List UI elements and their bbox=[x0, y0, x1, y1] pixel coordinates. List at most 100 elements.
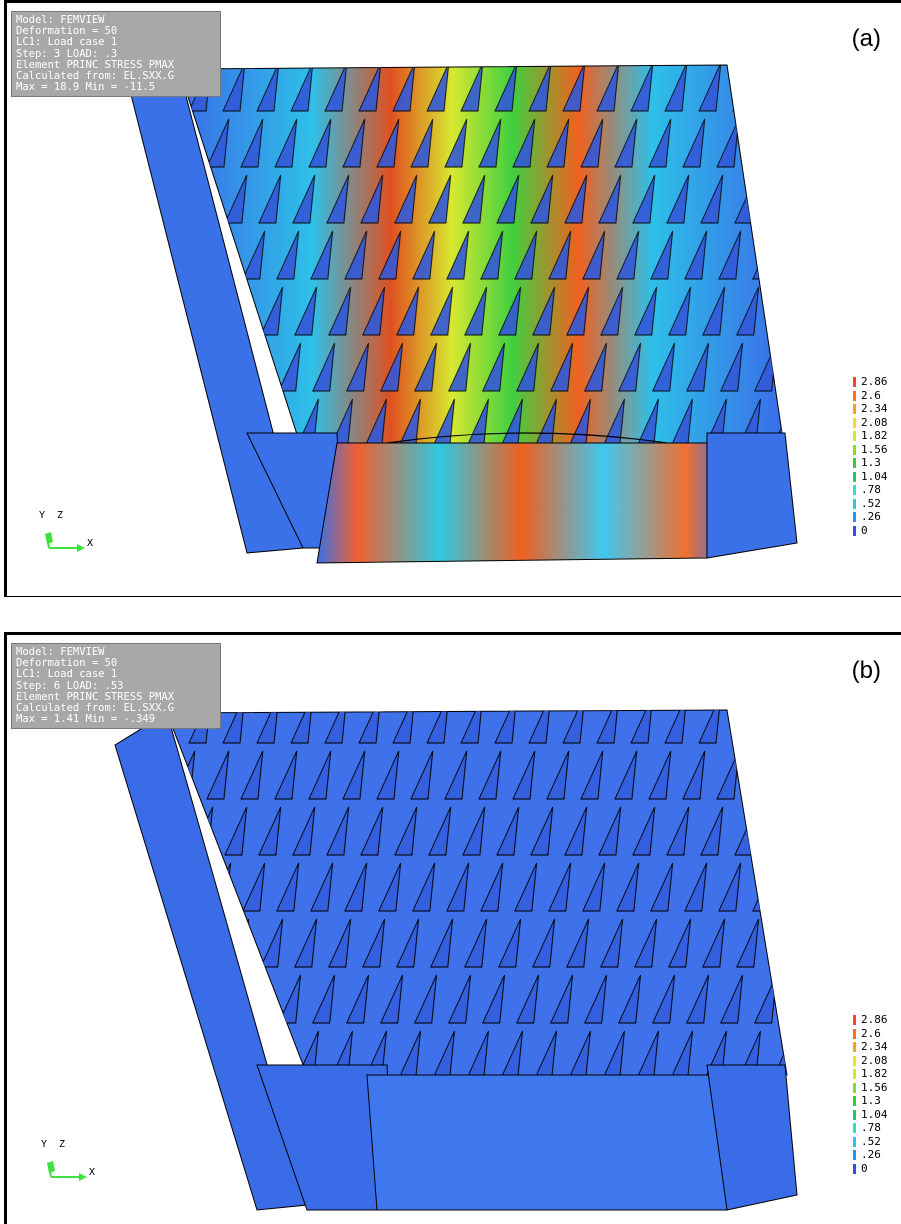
info-line: Model: FEMVIEW bbox=[16, 646, 105, 658]
legend-entry: 2.6 bbox=[853, 389, 901, 403]
legend-swatch bbox=[853, 1028, 856, 1039]
legend-entry: 2.86 bbox=[853, 1013, 901, 1027]
legend-entry: 2.08 bbox=[853, 1054, 901, 1068]
panel-label: (b) bbox=[851, 657, 881, 684]
legend-value: 1.56 bbox=[861, 442, 888, 456]
info-line: Step: 6 LOAD: .53 bbox=[16, 679, 124, 692]
legend-swatch bbox=[853, 1109, 856, 1120]
legend-value: 2.34 bbox=[861, 1040, 888, 1053]
legend-swatch bbox=[853, 1150, 856, 1160]
legend-entry: .26 bbox=[853, 510, 901, 524]
model-info-box: Model: FEMVIEW Deformation = 50 LC1: Loa… bbox=[11, 643, 221, 730]
stress-contour-model-b bbox=[114, 709, 798, 1211]
legend-value: 0 bbox=[861, 523, 868, 537]
legend-swatch bbox=[853, 471, 856, 482]
info-line: Element PRINC STRESS PMAX bbox=[16, 58, 175, 71]
legend-entry: 1.04 bbox=[853, 470, 901, 484]
legend-entry: 2.86 bbox=[853, 375, 901, 389]
legend-swatch bbox=[853, 1163, 856, 1174]
legend-entry: .52 bbox=[853, 497, 901, 511]
legend-swatch bbox=[853, 390, 856, 401]
color-scale-legend: 2.86 2.6 2.34 2.08 1.82 1.56 1.3 1.04 .7… bbox=[853, 375, 901, 537]
legend-swatch bbox=[853, 525, 856, 536]
legend-value: 2.34 bbox=[861, 402, 888, 415]
legend-value: 2.08 bbox=[861, 1053, 888, 1067]
legend-value: 1.04 bbox=[861, 469, 888, 483]
legend-swatch bbox=[853, 417, 856, 428]
legend-entry: .78 bbox=[853, 483, 901, 497]
info-line: LC1: Load case 1 bbox=[16, 36, 118, 49]
axis-label-z: Z bbox=[57, 510, 64, 521]
info-line: Deformation = 50 bbox=[16, 657, 118, 670]
legend-swatch bbox=[853, 1082, 856, 1093]
legend-entry: 2.08 bbox=[853, 416, 901, 430]
legend-value: 1.82 bbox=[861, 429, 888, 442]
info-line: LC1: Load case 1 bbox=[16, 668, 118, 681]
legend-swatch bbox=[853, 1136, 856, 1147]
legend-entry: 2.34 bbox=[853, 1040, 901, 1054]
info-line: Calculated from: EL.SXX.G bbox=[16, 702, 175, 715]
axis-triad: Y Z X bbox=[39, 1139, 109, 1189]
legend-value: 1.56 bbox=[861, 1080, 888, 1094]
legend-entry: 2.34 bbox=[853, 402, 901, 416]
legend-value: 2.6 bbox=[861, 1026, 881, 1040]
legend-entry: 1.56 bbox=[853, 443, 901, 457]
info-line: Model: FEMVIEW bbox=[16, 14, 105, 26]
legend-value: .78 bbox=[861, 1121, 881, 1134]
legend-value: 2.86 bbox=[861, 375, 888, 388]
legend-swatch bbox=[853, 512, 856, 522]
legend-value: .52 bbox=[861, 1134, 881, 1148]
legend-entry: .52 bbox=[853, 1135, 901, 1149]
legend-value: 0 bbox=[861, 1161, 868, 1175]
legend-entry: 1.56 bbox=[853, 1081, 901, 1095]
legend-value: 2.6 bbox=[861, 388, 881, 402]
legend-value: 1.3 bbox=[861, 456, 881, 469]
legend-value: .52 bbox=[861, 496, 881, 510]
legend-entry: 1.82 bbox=[853, 429, 901, 443]
info-line: Max = 1.41 Min = -.349 bbox=[16, 713, 156, 726]
legend-swatch bbox=[853, 404, 856, 414]
axis-label-x: X bbox=[89, 1167, 96, 1178]
legend-entry: .78 bbox=[853, 1121, 901, 1135]
axis-label-y: Y bbox=[39, 510, 46, 521]
legend-swatch bbox=[853, 444, 856, 455]
legend-value: .26 bbox=[861, 1148, 881, 1161]
legend-swatch bbox=[853, 1055, 856, 1066]
axis-label-x: X bbox=[87, 538, 94, 549]
axis-triad: Y Z X bbox=[37, 510, 107, 560]
legend-swatch bbox=[853, 377, 856, 387]
legend-value: 1.82 bbox=[861, 1067, 888, 1080]
color-scale-legend: 2.86 2.6 2.34 2.08 1.82 1.56 1.3 1.04 .7… bbox=[853, 1013, 901, 1175]
legend-value: 2.08 bbox=[861, 415, 888, 429]
axis-triad-icon bbox=[45, 532, 85, 552]
legend-value: .78 bbox=[861, 483, 881, 496]
legend-value: 1.3 bbox=[861, 1094, 881, 1107]
legend-swatch bbox=[853, 498, 856, 509]
model-info-box: Model: FEMVIEW Deformation = 50 LC1: Loa… bbox=[11, 11, 221, 98]
legend-value: 2.86 bbox=[861, 1013, 888, 1026]
legend-swatch bbox=[853, 1042, 856, 1052]
legend-entry: 1.3 bbox=[853, 456, 901, 470]
info-line: Element PRINC STRESS PMAX bbox=[16, 690, 175, 703]
legend-swatch bbox=[853, 1123, 856, 1133]
contour-plot-panel-b: Model: FEMVIEW Deformation = 50 LC1: Loa… bbox=[4, 632, 901, 1224]
legend-entry: 2.6 bbox=[853, 1027, 901, 1041]
stress-contour-model-a bbox=[124, 64, 798, 564]
contour-plot-panel-a: Model: FEMVIEW Deformation = 50 LC1: Loa… bbox=[4, 0, 901, 597]
axis-triad-icon bbox=[47, 1161, 87, 1181]
legend-entry: 0 bbox=[853, 1162, 901, 1176]
info-line: Max = 18.9 Min = -11.5 bbox=[16, 81, 156, 94]
legend-swatch bbox=[853, 1015, 856, 1025]
legend-entry: 1.82 bbox=[853, 1067, 901, 1081]
info-line: Deformation = 50 bbox=[16, 25, 118, 38]
legend-value: .26 bbox=[861, 510, 881, 523]
info-line: Step: 3 LOAD: .3 bbox=[16, 47, 118, 60]
panel-label: (a) bbox=[851, 25, 881, 52]
info-line: Calculated from: EL.SXX.G bbox=[16, 70, 175, 83]
axis-label-z: Z bbox=[59, 1139, 66, 1150]
legend-swatch bbox=[853, 485, 856, 495]
legend-swatch bbox=[853, 431, 856, 441]
legend-swatch bbox=[853, 458, 856, 468]
legend-entry: 1.3 bbox=[853, 1094, 901, 1108]
axis-label-y: Y bbox=[41, 1139, 48, 1150]
